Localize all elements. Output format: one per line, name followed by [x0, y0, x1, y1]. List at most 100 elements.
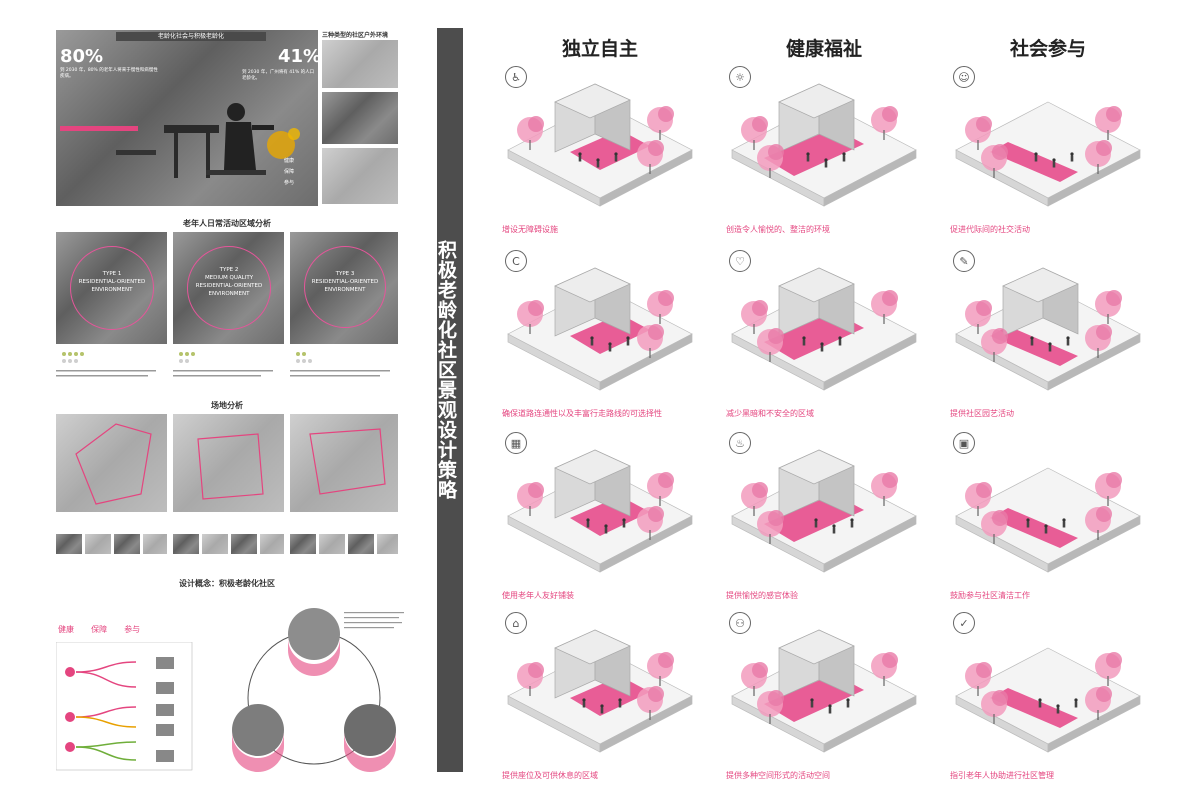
type1-line1: TYPE 1	[102, 271, 122, 277]
site-thumb	[377, 534, 398, 554]
env-photo-2	[322, 92, 398, 144]
strategy-caption: 减少黑暗和不安全的区域	[726, 409, 814, 418]
daily-circle-3	[304, 246, 386, 328]
site-map-1	[56, 414, 167, 512]
site-thumb	[56, 534, 82, 554]
management-icon: ✓	[953, 612, 975, 634]
legend-security: 保障	[284, 169, 295, 175]
site-map-2	[173, 414, 284, 512]
daily-photo-2: TYPE 2 MEDIUM QUALITY RESIDENTIAL-ORIENT…	[173, 232, 284, 344]
isometric-illustration	[731, 83, 917, 207]
daily-circle-2	[187, 246, 271, 330]
concept-cycle-diagram	[232, 608, 404, 772]
safety-icon: ♡	[729, 250, 751, 272]
strategy-caption: 提供社区园艺活动	[950, 409, 1014, 418]
site-thumb	[114, 534, 140, 554]
daily-circle-1	[70, 246, 154, 330]
site-title: 场地分析	[211, 401, 243, 410]
strategy-caption: 使用老年人友好铺装	[502, 591, 574, 600]
paving-icon: ▦	[505, 432, 527, 454]
hero-silhouette-icon	[116, 103, 300, 178]
type3-line3: ENVIRONMENT	[324, 287, 366, 293]
isometric-illustration	[507, 267, 693, 391]
env-title: 三种类型的社区户外环境	[322, 32, 389, 39]
main-title: 积极老龄化社区景观设计策略	[435, 240, 457, 500]
social-activity-icon: ☺	[953, 66, 975, 88]
strategy-caption: 确保道路连通性以及丰富行走路线的可选择性	[502, 409, 662, 418]
strategy-caption: 增设无障碍设施	[502, 225, 558, 234]
cleaning-icon: ▣	[953, 432, 975, 454]
hero-info-strip	[60, 126, 138, 131]
type1-label: TYPE 1 RESIDENTIAL-ORIENTED ENVIRONMENT	[72, 270, 152, 294]
strategy-caption: 提供愉悦的感官体验	[726, 591, 798, 600]
column-header-independence: 独立自主	[561, 38, 638, 60]
strategy-caption: 鼓励参与社区清洁工作	[950, 591, 1030, 600]
concept-title: 设计概念：积极老龄化社区	[179, 579, 275, 588]
gardening-icon: ✎	[953, 250, 975, 272]
site-thumb	[260, 534, 284, 554]
daily-title: 老年人日常活动区域分析	[183, 219, 271, 228]
strategy-caption: 促进代际间的社交活动	[950, 225, 1030, 234]
isometric-illustration	[507, 629, 693, 753]
site-boundary-1	[75, 423, 152, 505]
site-thumb	[202, 534, 228, 554]
stat2-value: 41%	[278, 46, 318, 67]
concept-legend-health: 健康	[58, 625, 74, 634]
isometric-illustration	[731, 629, 917, 753]
strategy-caption: 指引老年人协助进行社区管理	[950, 771, 1054, 780]
site-boundary-3	[309, 428, 386, 495]
concept-legend-participation: 参与	[124, 625, 141, 634]
concept-legend: 健康 保障 参与	[58, 624, 140, 635]
daily-photo-3: TYPE 3 RESIDENTIAL-ORIENTED ENVIRONMENT	[290, 232, 398, 344]
type2-line1: TYPE 2	[219, 267, 239, 273]
pet-walk-icon: ☼	[729, 66, 751, 88]
hero-photo: 老龄化社会与积极老龄化 80% 到 2030 年，80% 的老年人将来于慢性和病…	[56, 30, 318, 206]
isometric-illustration	[507, 83, 693, 207]
site-thumb	[231, 534, 257, 554]
column-header-participation: 社会参与	[1009, 38, 1086, 60]
strategy-caption: 提供多种空间形式的活动空间	[726, 771, 830, 780]
isometric-illustration	[955, 267, 1141, 391]
type2-label: TYPE 2 MEDIUM QUALITY RESIDENTIAL-ORIENT…	[189, 266, 269, 298]
type1-line2: RESIDENTIAL-ORIENTED	[78, 279, 146, 285]
type3-line2: RESIDENTIAL-ORIENTED	[311, 279, 379, 285]
site-map-3	[290, 414, 398, 512]
isometric-illustration	[507, 449, 693, 573]
site-thumb	[319, 534, 345, 554]
isometric-illustration	[731, 267, 917, 391]
seating-icon: ⌂	[505, 612, 527, 634]
type3-line1: TYPE 3	[335, 271, 355, 277]
hero-legend: 健康 保障 参与	[284, 156, 294, 189]
site-thumb	[290, 534, 316, 554]
type3-label: TYPE 3 RESIDENTIAL-ORIENTED ENVIRONMENT	[306, 270, 384, 294]
isometric-illustration	[955, 467, 1141, 573]
type1-line3: ENVIRONMENT	[91, 287, 133, 293]
main-title-bar	[437, 28, 463, 772]
accessibility-icon: ♿	[505, 66, 527, 88]
site-boundary-2	[197, 433, 264, 500]
stat2-text: 到 2030 年，广州将有 41% 的人口老龄化。	[242, 70, 315, 81]
multi-space-icon: ⚇	[729, 612, 751, 634]
column-header-wellbeing: 健康福祉	[785, 38, 862, 60]
site-thumb	[173, 534, 199, 554]
legend-health: 健康	[284, 158, 295, 164]
isometric-illustration	[955, 101, 1141, 207]
type2-line3: RESIDENTIAL-ORIENTED	[195, 283, 263, 289]
env-photo-3	[322, 148, 398, 204]
env-photo-1	[322, 40, 398, 88]
concept-flow-diagram	[56, 642, 193, 771]
hero-bar-title: 老龄化社会与积极老龄化	[116, 32, 266, 41]
site-thumb	[348, 534, 374, 554]
type2-line2: MEDIUM QUALITY	[204, 275, 254, 281]
stat1-value: 80%	[60, 46, 104, 67]
stat1-text: 到 2030 年，80% 的老年人将来于慢性和病慢性疾病。	[60, 68, 158, 79]
isometric-illustration	[731, 449, 917, 573]
daily-photo-1: TYPE 1 RESIDENTIAL-ORIENTED ENVIRONMENT	[56, 232, 167, 344]
site-thumb	[143, 534, 167, 554]
route-icon: C	[505, 250, 527, 272]
site-thumb	[85, 534, 111, 554]
sensory-icon: ♨	[729, 432, 751, 454]
legend-participation: 参与	[284, 180, 295, 186]
type2-line4: ENVIRONMENT	[208, 291, 250, 297]
concept-legend-security: 保障	[91, 625, 108, 634]
